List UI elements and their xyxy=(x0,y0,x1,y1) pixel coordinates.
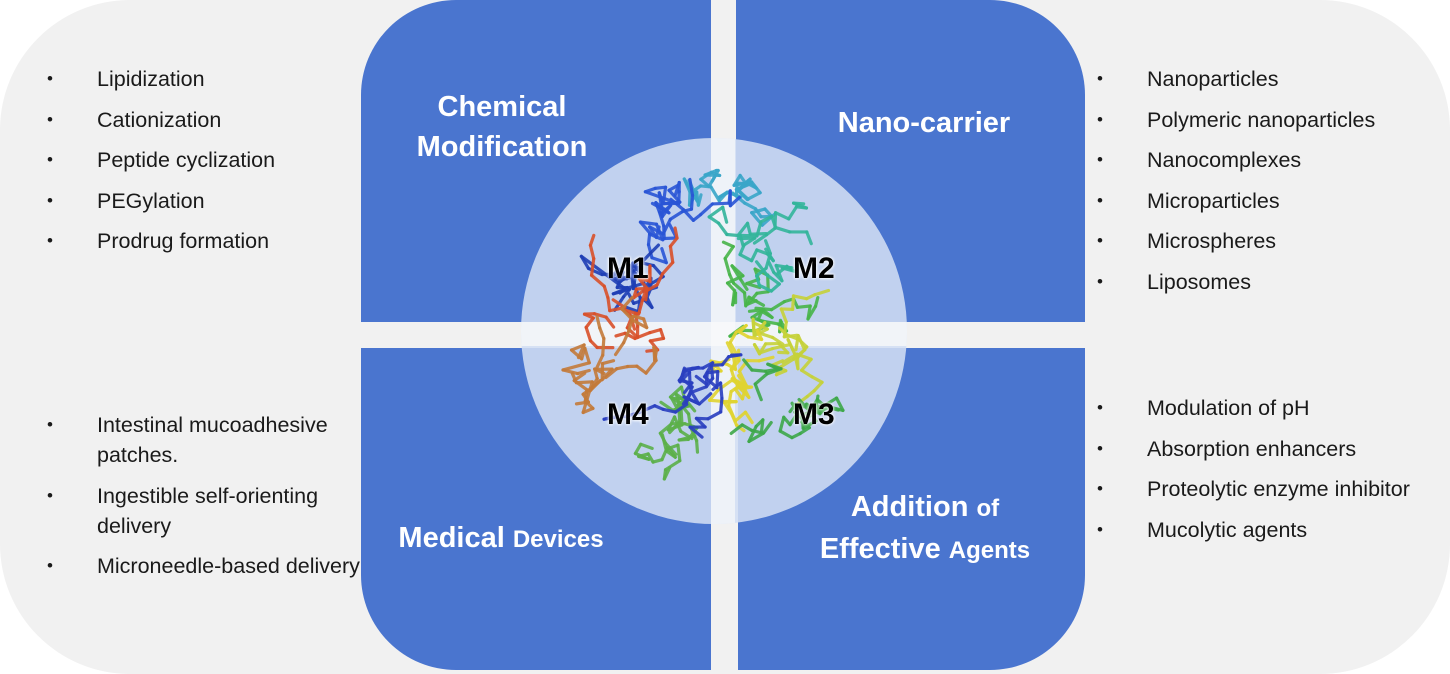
list-item: Modulation of pH xyxy=(1097,393,1437,423)
list-item: Absorption enhancers xyxy=(1097,434,1437,464)
list-item: Proteolytic enzyme inhibitor xyxy=(1097,474,1437,504)
effective-agents-list: Modulation of pH Absorption enhancers Pr… xyxy=(1097,393,1437,555)
center-circle xyxy=(521,138,907,524)
chemical-title-line1: Chemical xyxy=(437,91,567,123)
list-item: Microparticles xyxy=(1097,186,1437,216)
effective-title-line2: Effective Agents xyxy=(790,529,1060,571)
medical-title-small: Devices xyxy=(512,526,604,553)
list-item: Nanoparticles xyxy=(1097,64,1437,94)
effective-agents-title: Addition of Effective Agents xyxy=(790,487,1060,571)
effective-title-line2-big: Effective xyxy=(819,533,941,565)
list-item: Mucolytic agents xyxy=(1097,515,1437,545)
list-item: Microneedle-based delivery xyxy=(47,551,367,581)
effective-title-line2-small: Agents xyxy=(948,537,1031,564)
chemical-title-line2: Modification xyxy=(416,131,588,163)
medical-devices-list: Intestinal mucoadhesive patches. Ingesti… xyxy=(47,410,367,592)
chemical-modification-title: Chemical Modification xyxy=(392,87,612,167)
effective-title-line1-big: Addition xyxy=(850,491,969,523)
medical-title-big: Medical xyxy=(398,522,505,554)
list-item: Polymeric nanoparticles xyxy=(1097,105,1437,135)
peptide-molecule-image xyxy=(561,168,845,481)
list-item: Intestinal mucoadhesive patches. xyxy=(47,410,367,470)
label-m2: M2 xyxy=(793,252,835,285)
effective-title-line1-small: of xyxy=(976,495,1000,522)
label-m4: M4 xyxy=(607,398,649,431)
nano-carrier-list: Nanoparticles Polymeric nanoparticles Na… xyxy=(1097,64,1437,307)
nano-carrier-title: Nano-carrier xyxy=(837,107,1011,139)
list-item: Microspheres xyxy=(1097,226,1437,256)
list-item: PEGylation xyxy=(47,186,367,216)
medical-devices-title: Medical Devices xyxy=(370,518,632,560)
list-item: Lipidization xyxy=(47,64,367,94)
list-item: Ingestible self-orienting delivery xyxy=(47,481,367,541)
list-item: Cationization xyxy=(47,105,367,135)
list-item: Liposomes xyxy=(1097,267,1437,297)
label-m1: M1 xyxy=(607,252,649,285)
chemical-modification-list: Lipidization Cationization Peptide cycli… xyxy=(47,64,367,267)
label-m3: M3 xyxy=(793,398,835,431)
list-item: Nanocomplexes xyxy=(1097,145,1437,175)
list-item: Peptide cyclization xyxy=(47,145,367,175)
effective-title-line1: Addition of xyxy=(790,487,1060,529)
list-item: Prodrug formation xyxy=(47,226,367,256)
